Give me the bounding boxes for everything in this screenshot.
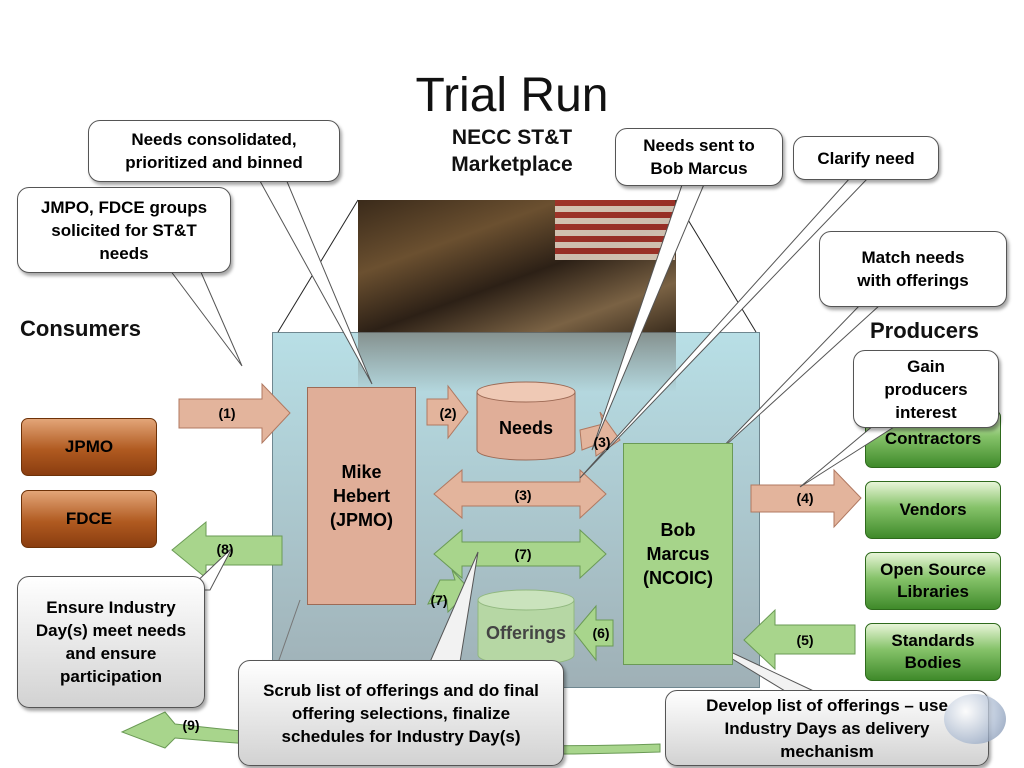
step-8-label: (8)	[216, 541, 234, 557]
callout-ensure-industry-days: Ensure Industry Day(s) meet needs and en…	[17, 576, 205, 708]
arrow-step-4	[750, 468, 862, 529]
marketplace-title-line-1: NECC ST&T	[451, 126, 573, 149]
mike-line-1: Mike	[341, 462, 382, 482]
producers-heading: Producers	[870, 318, 979, 343]
needs-cylinder	[476, 381, 576, 461]
callout-tail-gain	[799, 419, 907, 488]
consumers-heading: Consumers	[20, 316, 142, 341]
step-7a-label: (7)	[514, 546, 532, 562]
actor-mike-hebert: Mike Hebert (JPMO)	[307, 387, 416, 605]
arrow-step-2	[426, 384, 469, 440]
callout-clarify-need: Clarify need	[793, 136, 939, 180]
arrow-step-1	[178, 382, 291, 445]
callout-tail-consolidated	[254, 171, 373, 385]
arrow-step-7-double	[433, 528, 607, 580]
callout-scrub-offerings: Scrub list of offerings and do final off…	[238, 660, 564, 766]
callout-jmpo-fdce-solicited: JMPO, FDCE groups solicited for ST&T nee…	[17, 187, 231, 273]
step-7b-label: (7)	[430, 592, 448, 608]
step-3b-label: (3)	[514, 487, 532, 503]
mike-line-2: Hebert	[332, 486, 390, 506]
offerings-label: Offerings	[485, 623, 566, 643]
step-4-label: (4)	[796, 490, 814, 506]
arrow-step-3-double	[433, 468, 607, 520]
step-6-label: (6)	[592, 625, 610, 641]
callout-tail-clarify	[579, 177, 870, 479]
slide-title: Trial Run	[415, 69, 609, 122]
callout-tail-jmpo	[169, 269, 243, 367]
marketplace-title: NECC ST&T Marketplace	[412, 124, 612, 178]
bob-line-1: Bob	[660, 520, 696, 540]
arrow-step-5	[743, 608, 856, 671]
callout-needs-sent: Needs sent to Bob Marcus	[615, 128, 783, 186]
consumer-jpmo: JPMO	[21, 418, 157, 476]
actor-bob-marcus: Bob Marcus (NCOIC)	[623, 443, 733, 665]
producer-vendors: Vendors	[865, 481, 1001, 539]
offerings-cylinder	[477, 589, 575, 666]
marketplace-title-line-2: Marketplace	[451, 153, 573, 176]
producer-open-source-libraries: Open Source Libraries	[865, 552, 1001, 610]
needs-label: Needs	[498, 418, 554, 438]
arrow-step-6	[573, 604, 614, 662]
arrow-step-8	[171, 520, 283, 580]
producer-standards-bodies: Standards Bodies	[865, 623, 1001, 681]
mike-line-3: (JPMO)	[330, 510, 393, 530]
bob-line-2: Marcus	[646, 544, 710, 564]
callout-gain-producers: Gain producers interest	[853, 350, 999, 428]
consumer-fdce: FDCE	[21, 490, 157, 548]
flag-in-photo	[555, 200, 675, 260]
callout-develop-offerings: Develop list of offerings – use Industry…	[665, 690, 989, 766]
callout-needs-consolidated: Needs consolidated, prioritized and binn…	[88, 120, 340, 182]
callout-tail-needs-sent	[591, 181, 706, 451]
step-5-label: (5)	[796, 632, 814, 648]
perspective-line-right	[675, 199, 757, 333]
callout-match-needs: Match needs with offerings	[819, 231, 1007, 307]
step-2-label: (2)	[439, 405, 457, 421]
globe-logo	[944, 694, 1006, 744]
step-9-label: (9)	[182, 717, 200, 733]
step-3a-label: (3)	[593, 434, 611, 450]
step-1-label: (1)	[218, 405, 236, 421]
bob-line-3: (NCOIC)	[643, 568, 713, 588]
